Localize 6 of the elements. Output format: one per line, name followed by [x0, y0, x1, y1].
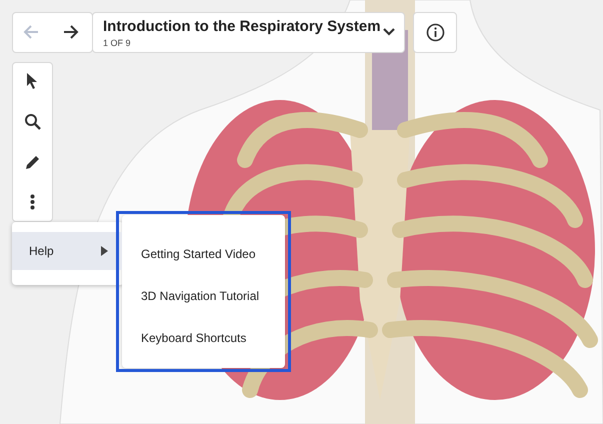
menu-item: 3D Navigation Tutorial [141, 289, 260, 303]
menu-item: Getting Started Video [141, 247, 256, 261]
menu-item: Help [12, 232, 122, 270]
title: Introduction to the Respiratory System [103, 18, 381, 35]
menu-item: Keyboard Shortcuts [141, 331, 246, 345]
page-counter: 1 OF 9 [103, 38, 131, 48]
